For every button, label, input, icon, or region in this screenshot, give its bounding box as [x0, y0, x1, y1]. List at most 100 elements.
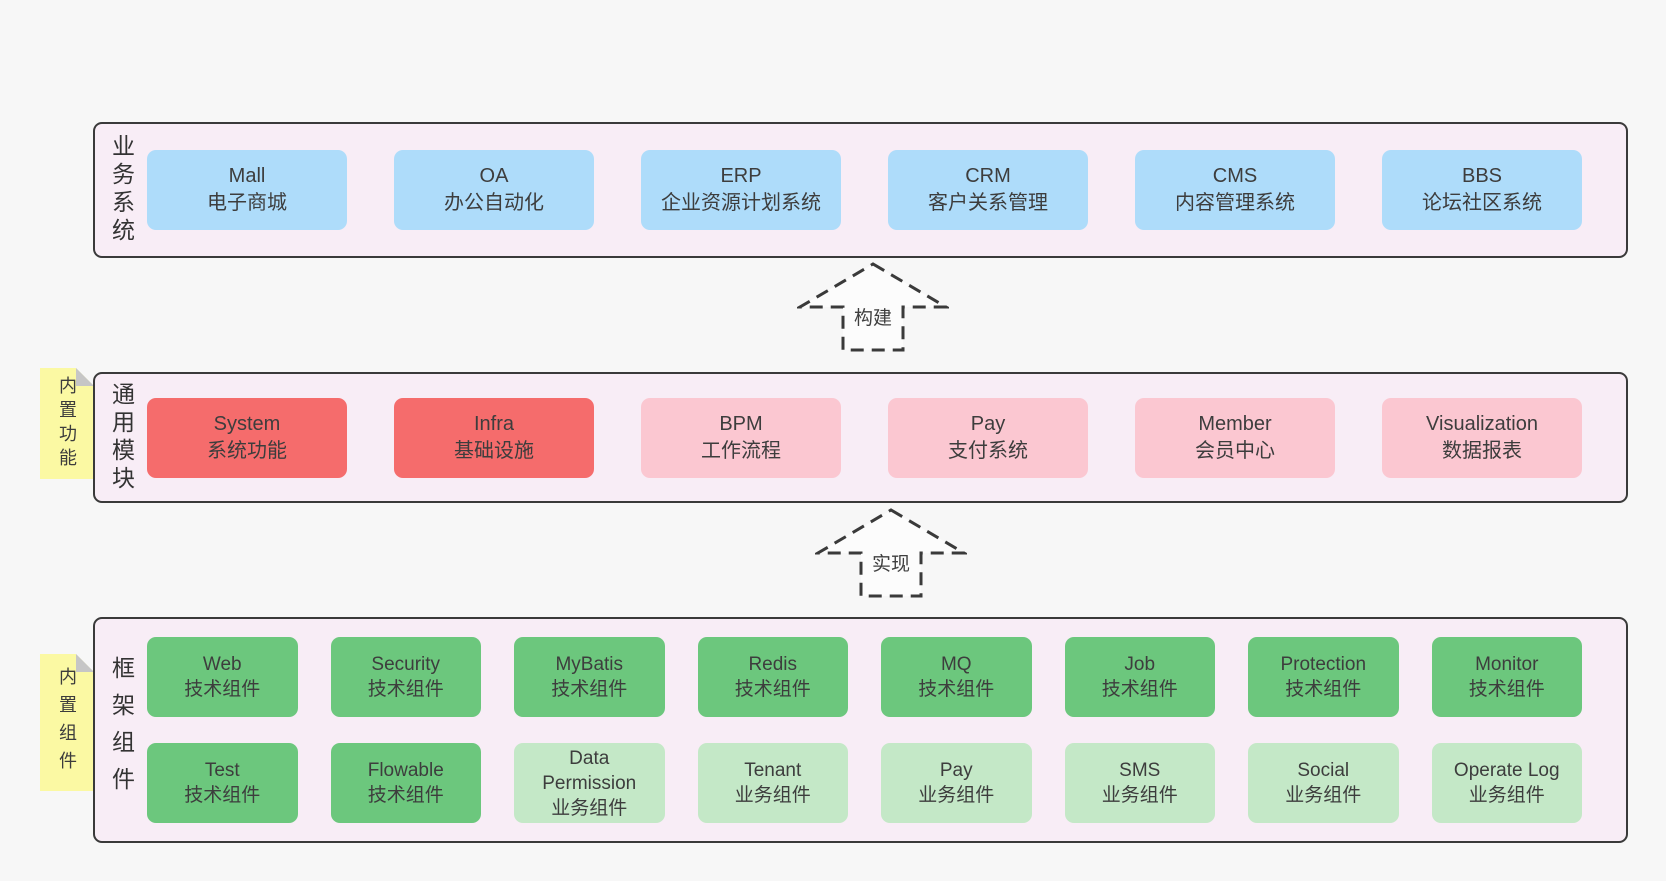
box-desc: 业务组件 — [1468, 785, 1545, 806]
box-name: Social — [1297, 760, 1350, 781]
builtin-features-sticky-text: 内置功能 — [57, 375, 77, 472]
business-box-bbs: BBS 论坛社区系统 — [1382, 150, 1582, 230]
box-name: System — [213, 412, 281, 435]
box-name: SMS — [1119, 760, 1161, 781]
box-name: CRM — [965, 165, 1011, 187]
box-desc: 技术组件 — [1285, 679, 1362, 700]
box-desc: 业务组件 — [734, 785, 811, 806]
build-arrow-icon: 构建 — [797, 261, 949, 353]
box-name: Flowable — [367, 760, 444, 781]
component-box-monitor: Monitor 技术组件 — [1431, 637, 1582, 717]
component-box-security: Security 技术组件 — [330, 637, 481, 717]
box-name: Redis — [748, 654, 798, 675]
component-box-web: Web 技术组件 — [147, 637, 298, 717]
module-box-bpm: BPM 工作流程 — [641, 397, 841, 478]
builtin-components-sticky-text: 内置组件 — [57, 666, 77, 779]
component-box-job: Job 技术组件 — [1064, 637, 1215, 717]
box-name: Job — [1124, 654, 1156, 675]
box-desc: 客户关系管理 — [928, 192, 1048, 214]
box-name: Tenant — [744, 760, 802, 781]
builtin-features-sticky-note: 内置功能 — [40, 368, 94, 479]
box-desc: 系统功能 — [207, 439, 287, 462]
business-box-mall: Mall 电子商城 — [147, 150, 347, 230]
box-name: BPM — [719, 412, 763, 435]
module-box-visualization: Visualization 数据报表 — [1382, 397, 1582, 478]
box-desc: 技术组件 — [551, 679, 628, 700]
box-name: Infra — [473, 412, 515, 435]
box-desc: 业务组件 — [918, 785, 995, 806]
box-desc: 会员中心 — [1195, 439, 1275, 462]
box-name: Data Permission — [542, 747, 637, 794]
box-desc: 数据报表 — [1442, 439, 1522, 462]
box-desc: 论坛社区系统 — [1422, 192, 1542, 214]
component-box-mybatis: MyBatis 技术组件 — [514, 637, 665, 717]
component-box-data-permission: Data Permission 业务组件 — [514, 743, 665, 823]
box-desc: 基础设施 — [454, 439, 534, 462]
box-name: Member — [1198, 412, 1272, 435]
component-box-social: Social 业务组件 — [1248, 743, 1399, 823]
box-desc: 技术组件 — [184, 679, 261, 700]
box-name: Protection — [1280, 654, 1367, 675]
framework-components-label-text: 框架组件 — [108, 656, 135, 804]
box-desc: 技术组件 — [184, 785, 261, 806]
box-name: Pay — [939, 760, 973, 781]
business-boxes-row: Mall 电子商城 OA 办公自动化 ERP 企业资源计划系统 CRM 客户关系… — [147, 150, 1582, 230]
box-desc: 业务组件 — [551, 797, 628, 819]
box-desc: 工作流程 — [701, 439, 781, 462]
box-name: Operate Log — [1453, 760, 1560, 781]
box-desc: 业务组件 — [1285, 785, 1362, 806]
box-name: Security — [371, 654, 441, 675]
box-desc: 企业资源计划系统 — [661, 192, 821, 214]
box-desc: 技术组件 — [367, 679, 444, 700]
box-desc: 技术组件 — [1468, 679, 1545, 700]
box-name: Visualization — [1426, 412, 1538, 435]
box-desc: 技术组件 — [734, 679, 811, 700]
business-box-erp: ERP 企业资源计划系统 — [641, 150, 841, 230]
box-desc: 内容管理系统 — [1175, 192, 1295, 214]
business-systems-label-text: 业务系统 — [108, 134, 135, 246]
component-box-sms: SMS 业务组件 — [1064, 743, 1215, 823]
box-desc: 支付系统 — [948, 439, 1028, 462]
component-box-redis: Redis 技术组件 — [697, 637, 848, 717]
box-name: MQ — [940, 654, 972, 675]
box-name: ERP — [720, 165, 762, 187]
business-systems-vertical-label: 业务系统 — [95, 134, 147, 246]
implement-arrow-label: 实现 — [868, 549, 914, 576]
component-box-protection: Protection 技术组件 — [1248, 637, 1399, 717]
common-modules-label-text: 通用模块 — [108, 381, 135, 494]
module-box-member: Member 会员中心 — [1135, 397, 1335, 478]
business-box-crm: CRM 客户关系管理 — [888, 150, 1088, 230]
common-modules-panel: 通用模块 System 系统功能 Infra 基础设施 BPM 工作流程 Pay… — [93, 372, 1628, 503]
box-name: Web — [202, 654, 242, 675]
framework-components-panel: 框架组件 Web 技术组件 Security 技术组件 MyBatis 技术组件… — [93, 617, 1628, 843]
business-box-cms: CMS 内容管理系统 — [1135, 150, 1335, 230]
sticky-folded-corner-icon — [76, 654, 94, 672]
box-name: Pay — [970, 412, 1006, 435]
box-name: OA — [479, 165, 509, 187]
component-box-test: Test 技术组件 — [147, 743, 298, 823]
implement-arrow-icon: 实现 — [815, 507, 967, 599]
box-desc: 技术组件 — [918, 679, 995, 700]
component-box-tenant: Tenant 业务组件 — [697, 743, 848, 823]
box-name: Monitor — [1475, 654, 1539, 675]
box-name: Mall — [228, 165, 266, 187]
common-modules-vertical-label: 通用模块 — [95, 382, 147, 494]
build-arrow-label: 构建 — [850, 303, 896, 330]
builtin-components-sticky-note: 内置组件 — [40, 654, 94, 791]
sticky-folded-corner-icon — [76, 368, 94, 386]
box-desc: 技术组件 — [1101, 679, 1178, 700]
business-systems-panel: 业务系统 Mall 电子商城 OA 办公自动化 ERP 企业资源计划系统 CRM… — [93, 122, 1628, 258]
box-desc: 办公自动化 — [444, 192, 544, 214]
component-box-operate-log: Operate Log 业务组件 — [1431, 743, 1582, 823]
box-name: Test — [204, 760, 240, 781]
box-desc: 电子商城 — [207, 192, 287, 214]
component-box-flowable: Flowable 技术组件 — [330, 743, 481, 823]
module-box-infra: Infra 基础设施 — [394, 397, 594, 478]
component-box-pay: Pay 业务组件 — [881, 743, 1032, 823]
business-box-oa: OA 办公自动化 — [394, 150, 594, 230]
module-box-pay: Pay 支付系统 — [888, 397, 1088, 478]
box-name: CMS — [1212, 165, 1258, 187]
module-boxes-row: System 系统功能 Infra 基础设施 BPM 工作流程 Pay 支付系统… — [147, 397, 1582, 478]
component-box-mq: MQ 技术组件 — [881, 637, 1032, 717]
framework-components-vertical-label: 框架组件 — [95, 656, 147, 804]
